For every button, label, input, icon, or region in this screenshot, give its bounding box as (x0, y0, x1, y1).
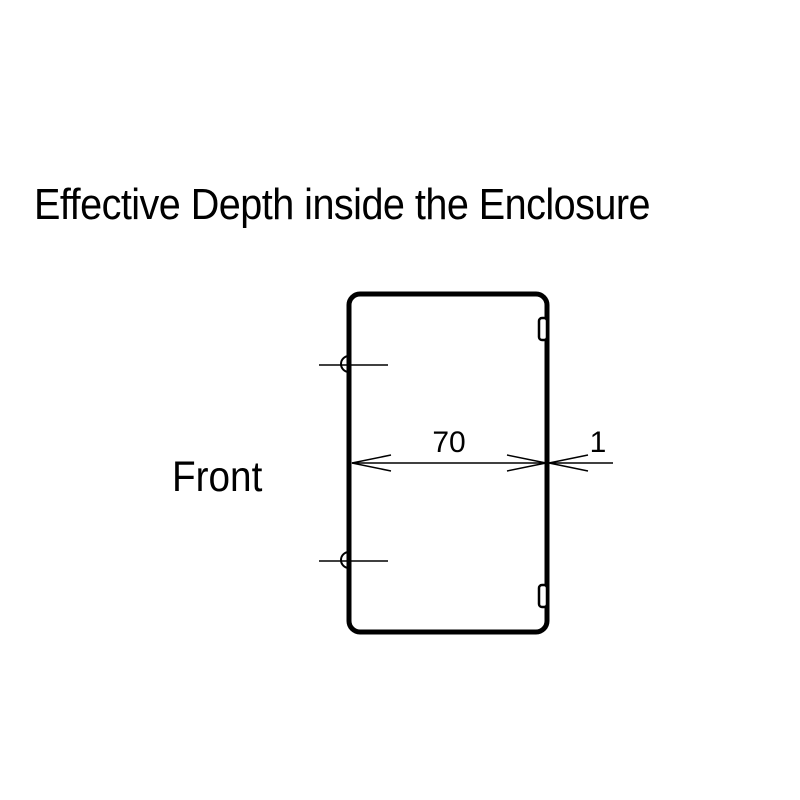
depth-dimension-line (351, 454, 547, 472)
latch-top (537, 316, 549, 342)
hinge-bottom (319, 551, 388, 569)
front-label: Front (172, 453, 263, 501)
depth-dimension-label: 70 (432, 426, 465, 459)
wall-dimension-line (548, 454, 613, 472)
diagram-title: Effective Depth inside the Enclosure (34, 180, 651, 229)
wall-dimension-label: 1 (590, 426, 607, 459)
hinge-top (319, 355, 388, 373)
enclosure-outline (346, 291, 550, 635)
latch-bottom (537, 583, 549, 609)
